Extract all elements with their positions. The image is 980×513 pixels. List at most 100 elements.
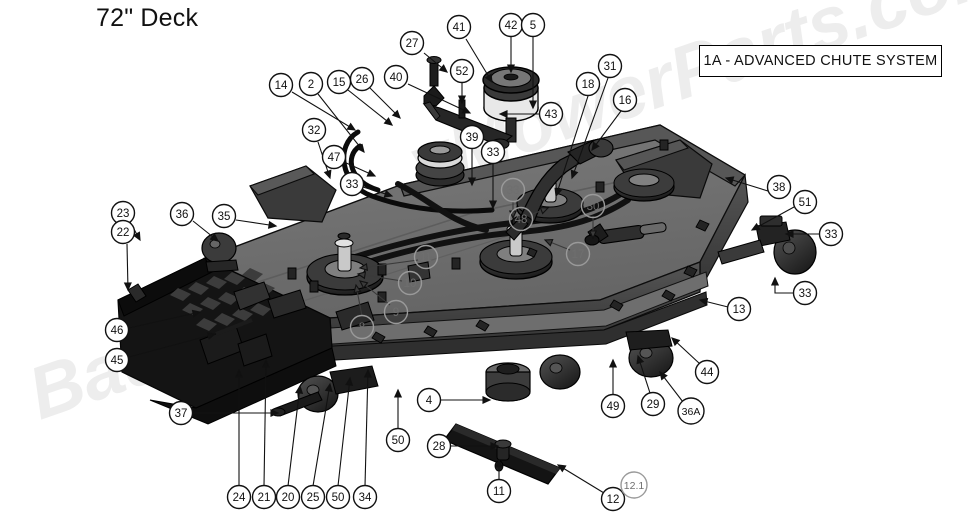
callout-39[interactable]: 39: [459, 124, 485, 150]
callout-22[interactable]: 22: [110, 219, 136, 245]
callout-33[interactable]: 33: [480, 139, 506, 165]
chute-apron: [149, 347, 337, 425]
callout-circle: [597, 53, 623, 79]
callout-14[interactable]: 14: [268, 72, 294, 98]
callout-27[interactable]: 27: [399, 30, 425, 56]
leader-line-46: [128, 311, 201, 329]
callout-20[interactable]: 20: [275, 484, 301, 510]
callout-30[interactable]: 30: [580, 193, 606, 219]
leader-arrow-14: [346, 122, 357, 131]
callout-12.1[interactable]: 12.1: [620, 471, 648, 499]
callout-31[interactable]: 31: [597, 53, 623, 79]
callout-33[interactable]: 33: [818, 221, 844, 247]
leader-arrow-21: [261, 358, 270, 368]
callout-49[interactable]: 49: [600, 393, 626, 419]
caster-arm-right: [717, 239, 765, 265]
callout-47[interactable]: 47: [321, 144, 347, 170]
callout-33[interactable]: 33: [339, 171, 365, 197]
callout-17[interactable]: 17: [565, 241, 591, 267]
leader-arrow-28: [490, 441, 500, 451]
callout-29[interactable]: 29: [640, 391, 666, 417]
callout-26[interactable]: 26: [349, 66, 375, 92]
callout-33[interactable]: 33: [500, 177, 526, 203]
callout-50[interactable]: 50: [385, 427, 411, 453]
callout-9[interactable]: 9: [383, 299, 409, 325]
callout-16[interactable]: 16: [612, 87, 638, 113]
callout-label: 27: [406, 38, 419, 50]
callout-12[interactable]: 12: [600, 486, 626, 512]
callout-circle: [818, 221, 844, 247]
leader-arrow-2: [356, 143, 365, 154]
callout-2[interactable]: 2: [298, 71, 324, 97]
callout-18[interactable]: 18: [575, 71, 601, 97]
callout-38[interactable]: 38: [766, 174, 792, 200]
idler-pulley-top: [415, 141, 465, 187]
leader-arrow-20: [295, 384, 304, 394]
callout-48[interactable]: 48: [508, 206, 534, 232]
callout-circle: [110, 219, 136, 245]
callout-circle: [677, 397, 705, 425]
callout-circle: [104, 347, 130, 373]
callout-4[interactable]: 4: [416, 387, 442, 413]
callout-36A[interactable]: 36A: [677, 397, 705, 425]
callout-15[interactable]: 15: [326, 69, 352, 95]
callout-34[interactable]: 34: [352, 484, 378, 510]
callout-label: 24: [233, 492, 246, 504]
callout-circle: [459, 124, 485, 150]
callout-42[interactable]: 42: [498, 12, 524, 38]
callout-11[interactable]: 11: [486, 478, 512, 504]
callout-10[interactable]: 10: [397, 270, 423, 296]
callout-37[interactable]: 37: [168, 400, 194, 426]
leader-arrow-11: [358, 262, 369, 271]
callout-44[interactable]: 44: [694, 359, 720, 385]
callout-11[interactable]: 11: [413, 244, 439, 270]
callout-32[interactable]: 32: [301, 117, 327, 143]
callout-label: 21: [258, 492, 271, 504]
callout-25[interactable]: 25: [300, 484, 326, 510]
callout-52[interactable]: 52: [449, 58, 475, 84]
callout-label: 16: [619, 95, 632, 107]
blade-and-spindle-detached: [443, 362, 561, 485]
leader-line-40: [407, 83, 471, 114]
callout-label: 35: [218, 211, 231, 223]
callout-28[interactable]: 28: [426, 433, 452, 459]
leader-line-18: [555, 95, 589, 197]
callout-21[interactable]: 21: [251, 484, 277, 510]
callout-label: 13: [733, 304, 746, 316]
callout-label: 33: [825, 229, 838, 241]
leader-arrow-24: [234, 368, 244, 378]
callout-51[interactable]: 51: [792, 189, 818, 215]
callout-label: 49: [607, 401, 620, 413]
callout-45[interactable]: 45: [104, 347, 130, 373]
leader-arrow-42: [506, 64, 516, 74]
callout-label: 52: [456, 66, 469, 78]
callout-circle: [349, 314, 375, 340]
callout-8[interactable]: 8: [349, 314, 375, 340]
leader-arrow-50: [345, 376, 354, 386]
callout-33[interactable]: 33: [792, 280, 818, 306]
callout-35[interactable]: 35: [211, 203, 237, 229]
callout-46[interactable]: 46: [104, 317, 130, 343]
legend-box[interactable]: 1A - ADVANCED CHUTE SYSTEM: [699, 45, 942, 77]
callout-label: 32: [308, 125, 321, 137]
callout-43[interactable]: 43: [538, 101, 564, 127]
callout-circle: [612, 87, 638, 113]
callout-41[interactable]: 41: [446, 14, 472, 40]
callout-5[interactable]: 5: [520, 12, 546, 38]
callout-label: 9: [393, 307, 399, 319]
callout-circle: [226, 484, 252, 510]
callout-circle: [600, 486, 626, 512]
leader-arrow-46: [191, 309, 202, 318]
callout-leader-lines: [123, 37, 819, 494]
leader-arrow-33: [784, 229, 794, 239]
callout-circle: [426, 433, 452, 459]
callout-24[interactable]: 24: [226, 484, 252, 510]
leader-line-25: [312, 383, 331, 487]
page-title: 72" Deck: [96, 4, 199, 32]
belt-cover-box-right-top: [615, 139, 689, 171]
callout-36[interactable]: 36: [169, 201, 195, 227]
callout-50[interactable]: 50: [325, 484, 351, 510]
callout-13[interactable]: 13: [726, 296, 752, 322]
callout-40[interactable]: 40: [383, 64, 409, 90]
callout-circle: [325, 484, 351, 510]
